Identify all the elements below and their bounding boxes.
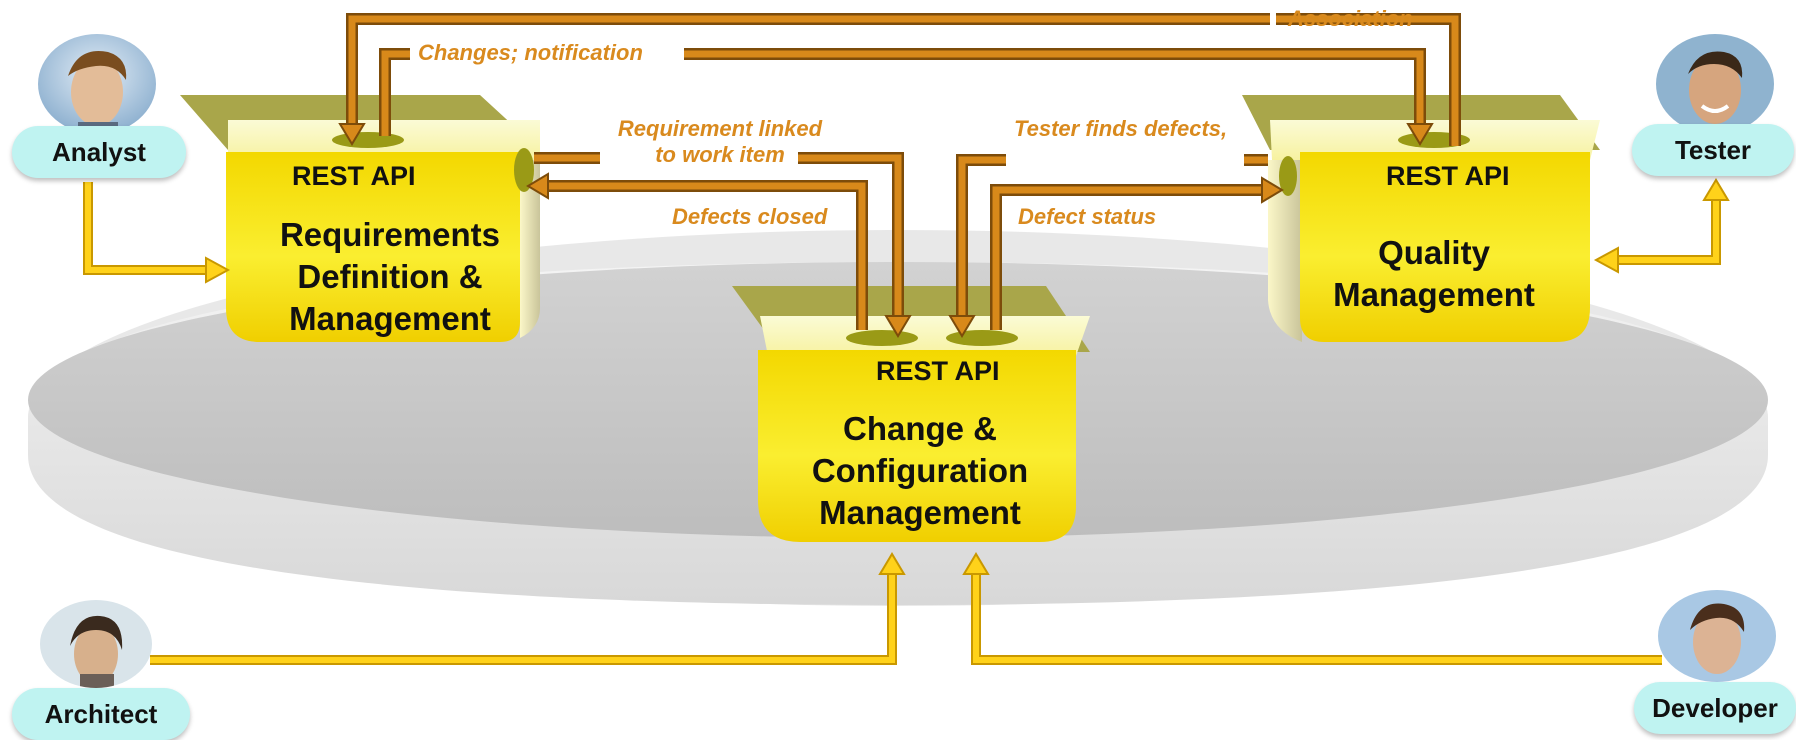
developer-avatar bbox=[1658, 590, 1776, 682]
defect-status-arrow bbox=[990, 176, 1284, 330]
developer-label: Developer bbox=[1652, 692, 1778, 723]
requirements-title-line2: Definition & bbox=[297, 258, 482, 295]
change-title-line2: Configuration bbox=[812, 452, 1028, 489]
tester-finds-defects-arrow bbox=[948, 154, 1268, 338]
tester-label: Tester bbox=[1674, 134, 1752, 165]
change-api-label: REST API bbox=[876, 356, 1000, 386]
architect-to-change-arrow bbox=[150, 552, 906, 665]
yellow-flows bbox=[83, 178, 1730, 665]
quality-api-label: REST API bbox=[1386, 161, 1510, 191]
changes-notification-label: Changes; notification bbox=[418, 40, 643, 65]
orange-flows bbox=[338, 13, 1461, 338]
changes-notification-arrow bbox=[379, 48, 1434, 146]
requirements-title-line1: Requirements bbox=[280, 216, 500, 253]
architect-avatar bbox=[40, 600, 152, 688]
analyst-to-requirements-arrow bbox=[83, 182, 231, 284]
requirements-title-line3: Management bbox=[289, 300, 491, 337]
architect-label: Architect bbox=[44, 698, 158, 729]
tester-avatar bbox=[1656, 34, 1774, 134]
analyst-badge[interactable]: Analyst bbox=[12, 126, 186, 178]
quality-title-line2: Management bbox=[1333, 276, 1535, 313]
requirement-linked-label-1: Requirement linked bbox=[618, 116, 823, 141]
association-arrow bbox=[338, 13, 1461, 146]
analyst-label: Analyst bbox=[52, 136, 146, 167]
tester-badge[interactable]: Tester bbox=[1632, 124, 1794, 176]
analyst-avatar bbox=[38, 34, 156, 134]
developer-to-change-arrow bbox=[962, 552, 1662, 665]
tester-finds-label: Tester finds defects, bbox=[1014, 116, 1227, 141]
change-title-line3: Management bbox=[819, 494, 1021, 531]
architect-badge[interactable]: Architect bbox=[12, 688, 190, 740]
defects-closed-arrow bbox=[526, 172, 868, 330]
requirement-linked-arrow bbox=[534, 152, 912, 338]
requirements-api-label: REST API bbox=[292, 161, 416, 191]
quality-title-line1: Quality bbox=[1378, 234, 1491, 271]
tester-quality-arrow bbox=[1593, 178, 1730, 274]
change-config-component[interactable]: REST API Change & Configuration Manageme… bbox=[732, 286, 1090, 542]
developer-badge[interactable]: Developer bbox=[1634, 682, 1796, 734]
quality-component[interactable]: REST API Quality Management bbox=[1242, 95, 1600, 342]
requirement-linked-label-2: to work item bbox=[655, 142, 785, 167]
change-title-line1: Change & bbox=[843, 410, 997, 447]
association-label: Association bbox=[1287, 6, 1413, 31]
defect-status-label: Defect status bbox=[1018, 204, 1156, 229]
defects-closed-label: Defects closed bbox=[672, 204, 828, 229]
